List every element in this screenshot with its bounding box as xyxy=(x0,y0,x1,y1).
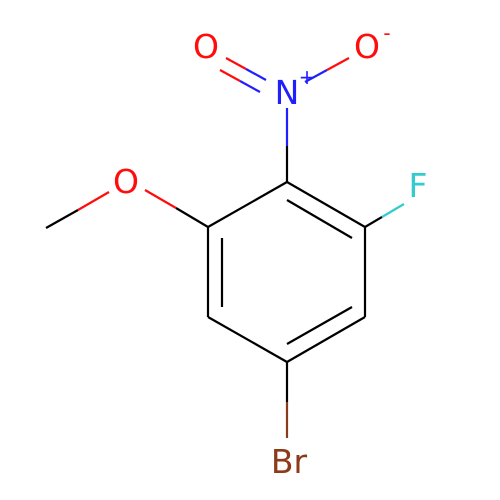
atom-f: F xyxy=(409,166,428,205)
bond-o-ch3-red xyxy=(77,191,110,211)
atom-labels: O O - N + O F Br xyxy=(113,21,427,481)
bond-c1-c2-inner xyxy=(286,199,353,239)
bond-n-o-keto-b xyxy=(239,80,261,93)
ring-bonds xyxy=(206,181,367,363)
atom-o-minus: O xyxy=(354,27,380,66)
bond-c3-c4-inner xyxy=(286,306,353,345)
bond-o-ch3 xyxy=(45,209,79,229)
substituent-bonds xyxy=(45,57,405,438)
bond-c4-c5 xyxy=(207,316,288,363)
atom-br: Br xyxy=(271,442,308,481)
bond-n-o-keto-a xyxy=(245,68,267,81)
bond-c1-c2 xyxy=(286,181,366,228)
atom-n-plus: N xyxy=(275,73,300,112)
bond-n-o-minus xyxy=(304,69,328,83)
bond-c6-c1 xyxy=(207,181,288,228)
charge-minus: - xyxy=(383,21,390,45)
atom-o-methoxy: O xyxy=(113,162,139,201)
bond-c2-f xyxy=(364,216,383,228)
bond-c3-c4 xyxy=(286,316,366,363)
bond-n-o-minus-red xyxy=(326,57,350,71)
bond-c6-o xyxy=(175,207,209,228)
atom-o-keto: O xyxy=(193,27,219,66)
bond-c2-f-cyan xyxy=(381,203,405,218)
bond-c6-o-red xyxy=(144,189,177,209)
charge-plus: + xyxy=(299,65,316,89)
bond-n-o-keto-a-red xyxy=(225,57,247,70)
bond-n-o-keto-b-red xyxy=(219,69,241,82)
